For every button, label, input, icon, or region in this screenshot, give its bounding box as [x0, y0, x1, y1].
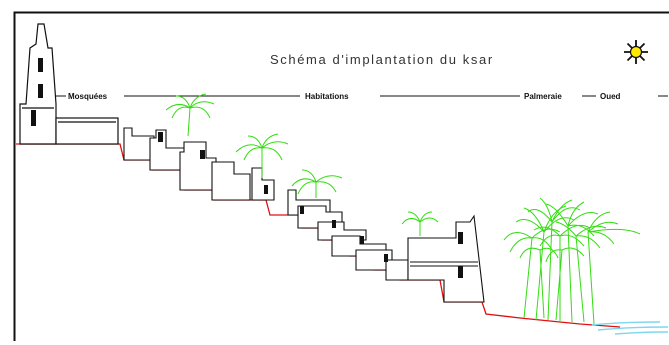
label-mosques: Mosquées: [68, 92, 108, 101]
diagram-title: Schéma d'implantation du ksar: [270, 52, 494, 67]
wadi-water: [592, 322, 668, 334]
palm-grove: [504, 198, 640, 324]
sun-icon: [624, 40, 648, 64]
label-wadi: Oued: [600, 92, 621, 101]
label-dwellings: Habitations: [305, 92, 349, 101]
label-palm-grove: Palmeraie: [524, 92, 562, 101]
dwellings: [124, 128, 484, 302]
